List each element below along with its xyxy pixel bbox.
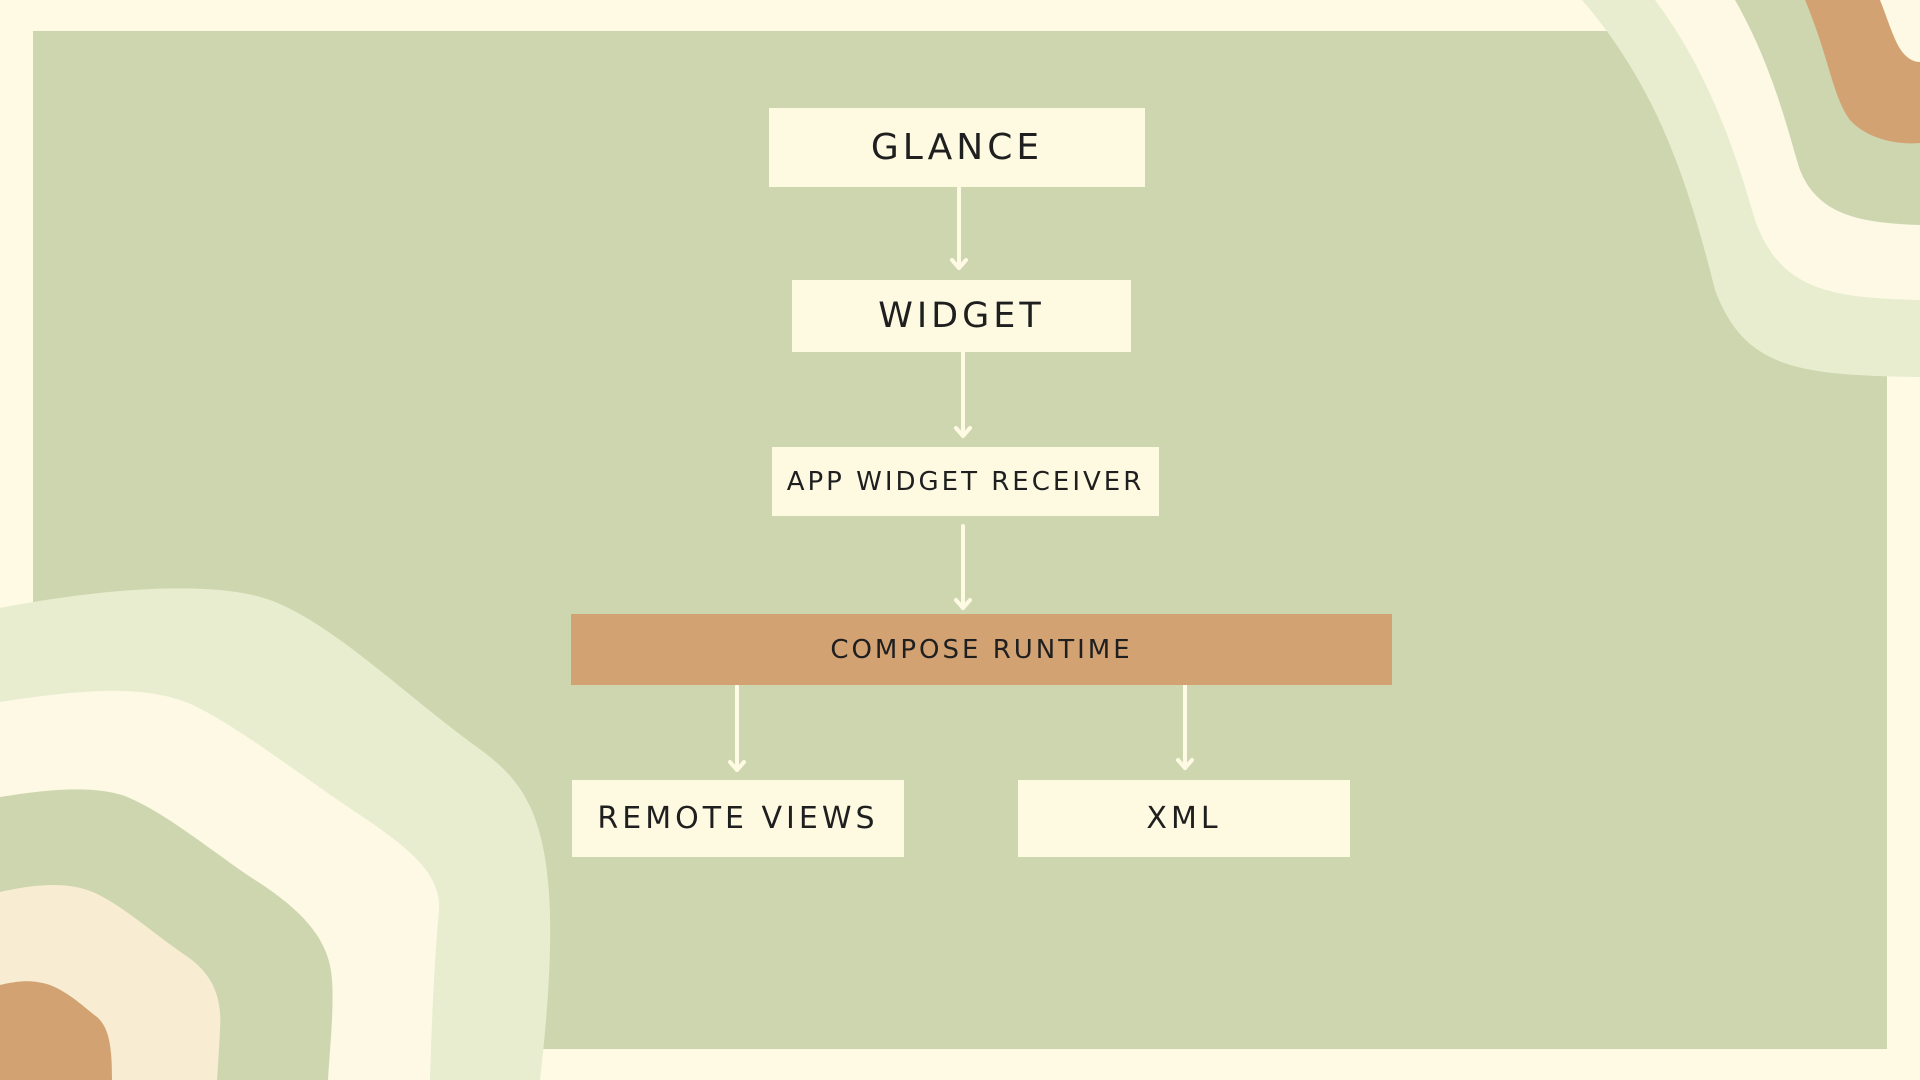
- arrow-widget-to-receiver: [956, 353, 970, 436]
- node-compose-runtime: COMPOSE RUNTIME: [571, 614, 1392, 685]
- arrow-receiver-to-runtime: [956, 526, 970, 608]
- node-widget-label: WIDGET: [878, 296, 1045, 336]
- node-widget: WIDGET: [792, 280, 1131, 352]
- node-xml: XML: [1018, 780, 1350, 857]
- node-remote-views-label: REMOTE VIEWS: [597, 801, 878, 836]
- node-app-widget-receiver: APP WIDGET RECEIVER: [772, 447, 1159, 516]
- node-xml-label: XML: [1146, 801, 1221, 836]
- node-remote-views: REMOTE VIEWS: [572, 780, 904, 857]
- arrow-runtime-to-xml: [1178, 684, 1192, 768]
- arrow-glance-to-widget: [952, 188, 966, 268]
- node-compose-runtime-label: COMPOSE RUNTIME: [830, 635, 1132, 665]
- node-app-widget-receiver-label: APP WIDGET RECEIVER: [787, 467, 1145, 497]
- node-glance: GLANCE: [769, 108, 1145, 187]
- arrow-runtime-to-remote-views: [730, 686, 744, 770]
- node-glance-label: GLANCE: [871, 127, 1043, 168]
